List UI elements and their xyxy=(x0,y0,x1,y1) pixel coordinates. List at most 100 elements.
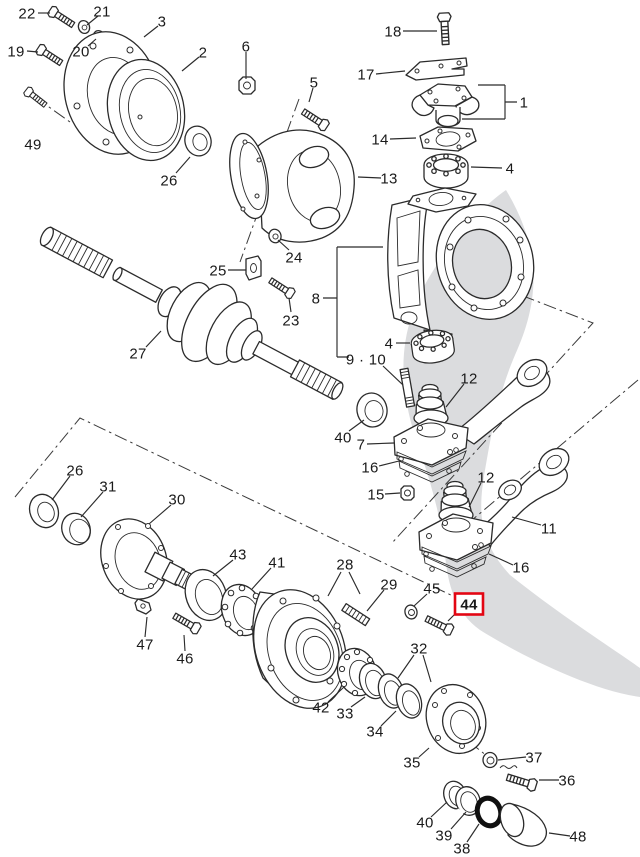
part-11-knuckle-arm xyxy=(477,447,570,547)
part-21-washer xyxy=(77,19,91,35)
callout-25: 25 xyxy=(209,263,226,280)
background-shade-band xyxy=(403,190,640,697)
callout-28: 28 xyxy=(336,557,353,574)
callout-7: 7 xyxy=(357,437,366,454)
callout-8: 8 xyxy=(312,291,321,308)
callout-26: 26 xyxy=(66,463,83,480)
part-5-bolt xyxy=(299,105,331,133)
part-2-ring xyxy=(106,58,186,162)
part-26-seal-lower xyxy=(28,493,60,529)
callout-3: 3 xyxy=(158,14,167,31)
callout-1: 1 xyxy=(520,95,529,112)
part-35-locknut-hub xyxy=(425,683,487,755)
callout-4: 4 xyxy=(385,336,394,353)
callout-6: 6 xyxy=(242,39,251,56)
part-47-lock-washer xyxy=(134,598,152,615)
callout-37: 37 xyxy=(525,750,542,767)
part-15-nut xyxy=(400,485,415,501)
callout-21: 21 xyxy=(93,4,110,21)
callout-15: 15 xyxy=(367,487,384,504)
callout-40: 40 xyxy=(416,815,433,832)
callout-5: 5 xyxy=(310,75,319,92)
callout-27: 27 xyxy=(129,346,146,363)
part-7-bearing-cap-lower xyxy=(418,513,494,561)
callout-24: 24 xyxy=(285,250,302,267)
part-27-drive-shaft xyxy=(39,226,344,400)
callout-40: 40 xyxy=(334,430,351,447)
callout-18: 18 xyxy=(384,24,401,41)
callout-31: 31 xyxy=(99,479,116,496)
part-36-bolt xyxy=(499,765,539,793)
callout-44: 44 xyxy=(460,597,478,614)
part-19-bolt xyxy=(34,42,66,69)
callout-34: 34 xyxy=(366,724,383,741)
part-48-cap xyxy=(499,802,548,847)
callout-39: 39 xyxy=(435,828,452,845)
callout-33: 33 xyxy=(336,706,353,723)
part-4-bearing-upper xyxy=(423,153,469,189)
callout-22: 22 xyxy=(18,6,35,23)
part-17-stopper-plate xyxy=(405,57,468,81)
callout-26: 26 xyxy=(160,173,177,190)
leader-lines xyxy=(26,12,571,843)
part-39-snap-ring xyxy=(455,786,481,816)
callout-16: 16 xyxy=(361,460,378,477)
callout-30: 30 xyxy=(168,492,185,509)
part-37-washer xyxy=(482,751,498,769)
part-40-seal-upper xyxy=(356,392,388,428)
callout-12: 12 xyxy=(477,470,494,487)
part-43-seal xyxy=(184,568,228,622)
part-13-yoke xyxy=(229,129,355,243)
part-16-shims-upper xyxy=(396,447,467,483)
callout-20: 20 xyxy=(72,44,89,61)
callout-46: 46 xyxy=(176,651,193,668)
part-1-bearing-cap xyxy=(411,83,480,128)
callout-41: 41 xyxy=(268,555,285,572)
part-6-nut xyxy=(238,76,256,95)
highlight-box xyxy=(453,592,485,616)
part-34-washers xyxy=(377,673,423,719)
part-18-bolt xyxy=(436,11,454,46)
part-14-gasket xyxy=(419,126,477,152)
upper-arm xyxy=(454,358,551,445)
callout-48: 48 xyxy=(569,829,586,846)
part-44-bolt xyxy=(423,612,456,638)
callout-14: 14 xyxy=(371,132,388,149)
callout-17: 17 xyxy=(357,67,374,84)
part-7-bearing-cap-upper xyxy=(393,418,469,466)
callout-19: 19 xyxy=(7,44,24,61)
part-26-seal xyxy=(184,125,212,157)
callout-49: 49 xyxy=(24,137,41,154)
callout-43: 43 xyxy=(229,547,246,564)
callout-38: 38 xyxy=(453,841,470,857)
callout-23: 23 xyxy=(282,313,299,330)
part-31-collar xyxy=(61,512,91,546)
part-24-washer xyxy=(268,228,282,244)
part-9-10-stud xyxy=(399,367,416,408)
callout-16: 16 xyxy=(512,560,529,577)
part-49-bolt xyxy=(22,85,50,110)
callout-29: 29 xyxy=(380,577,397,594)
part-25-lock-plate xyxy=(245,255,262,281)
callout-2: 2 xyxy=(199,45,208,62)
callout-13: 13 xyxy=(380,171,397,188)
callout-42: 42 xyxy=(312,700,329,717)
callout-11: 11 xyxy=(541,521,557,538)
callout-35: 35 xyxy=(403,755,420,772)
part-29-stud xyxy=(341,602,371,627)
wheel-hub xyxy=(252,589,347,709)
callout-47: 47 xyxy=(136,637,153,654)
part-38-o-ring xyxy=(474,795,504,829)
part-16-shims-lower xyxy=(421,542,492,578)
callout-12: 12 xyxy=(460,371,477,388)
callout-4: 4 xyxy=(506,161,515,178)
callout-36: 36 xyxy=(558,773,575,790)
part-22-bolt xyxy=(46,4,78,31)
part-23-bolt xyxy=(266,274,297,301)
callout-32: 32 xyxy=(410,641,427,658)
callout-9·10: 9 · 10 xyxy=(346,352,386,369)
callout-45: 45 xyxy=(423,581,440,598)
